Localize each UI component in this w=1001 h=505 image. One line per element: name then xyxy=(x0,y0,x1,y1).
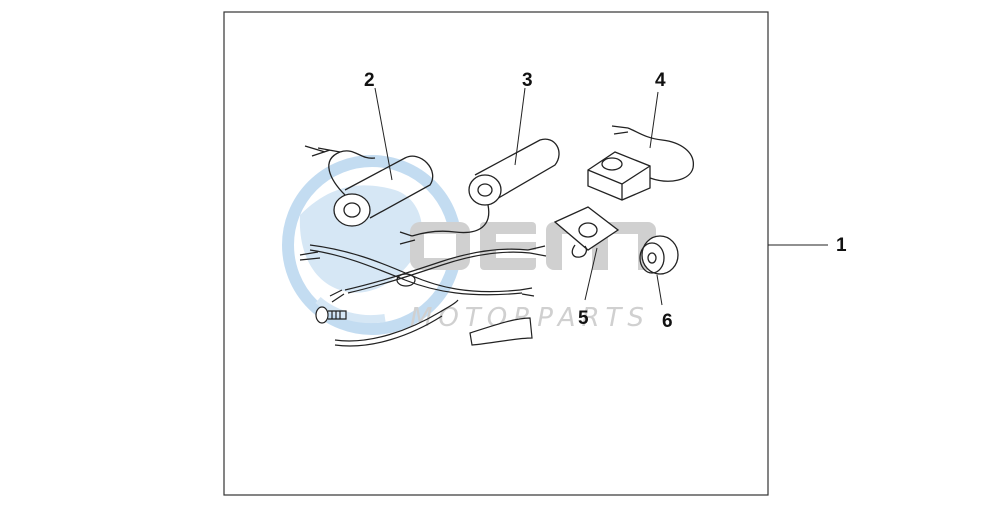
switch-part xyxy=(587,125,694,201)
knob-part xyxy=(639,235,679,275)
leader-line-right-grip xyxy=(514,87,526,166)
leader-line-switch xyxy=(649,91,659,149)
bolt-part xyxy=(315,306,347,324)
diagram-frame xyxy=(223,11,769,496)
callout-kit: 1 xyxy=(836,235,847,256)
pad-part xyxy=(469,317,533,346)
leader-line-left-grip xyxy=(374,87,393,181)
leader-line-bracket xyxy=(584,247,598,301)
right-grip-part xyxy=(399,138,560,245)
wiring-harness-part xyxy=(299,244,547,303)
callout-knob: 6 xyxy=(662,311,673,332)
callout-bracket: 5 xyxy=(578,308,589,329)
bracket-part xyxy=(553,206,620,258)
callout-left-grip: 2 xyxy=(364,70,375,91)
wire-lead-part xyxy=(334,299,459,347)
callout-right-grip: 3 xyxy=(522,70,533,91)
callout-switch: 4 xyxy=(655,70,666,91)
left-grip-part xyxy=(304,145,434,227)
leader-line-knob xyxy=(656,274,663,306)
